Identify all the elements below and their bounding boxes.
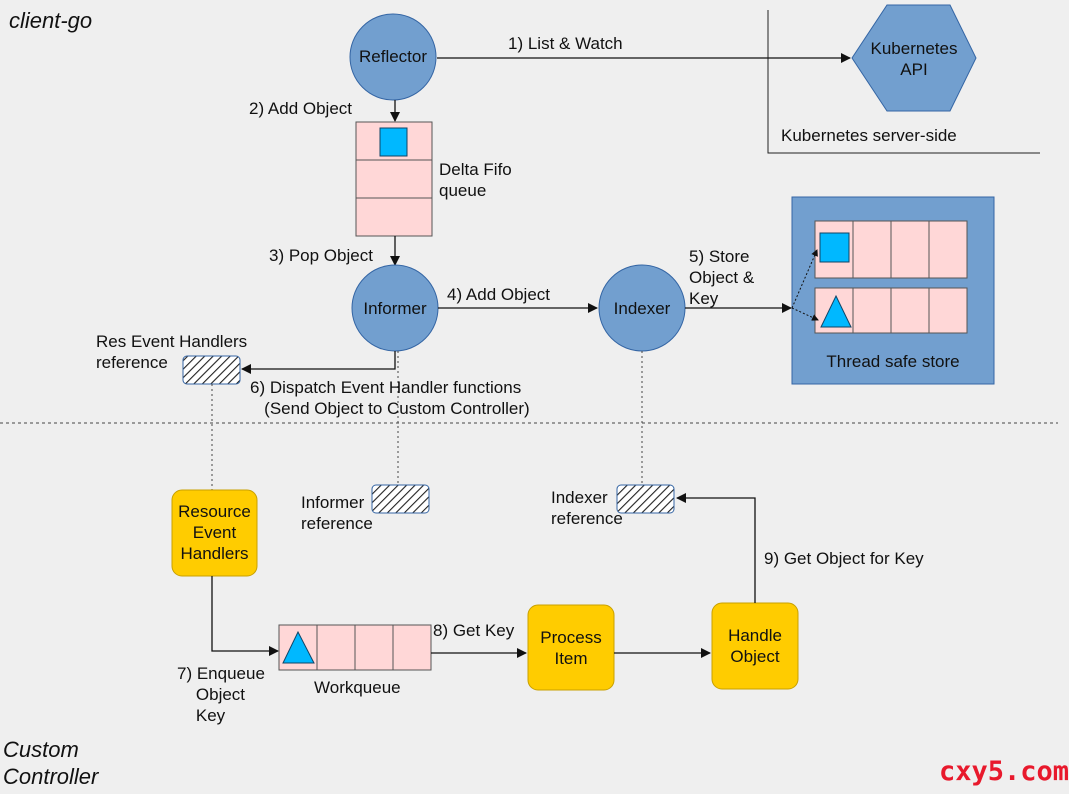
reflector-circle[interactable] (349, 13, 437, 101)
informer-ref-label: Informer reference (301, 493, 373, 533)
arrow-enqueue (211, 576, 279, 656)
step-6-label: 6) Dispatch Event Handler functions (Sen… (250, 378, 530, 418)
step-9-label: 9) Get Object for Key (764, 549, 924, 568)
step-3-label: 3) Pop Object (269, 246, 373, 265)
process-item-label: Process Item (540, 628, 602, 668)
res-event-handlers-ref-label: Res Event Handlers reference (96, 332, 248, 372)
workqueue-label: Workqueue (314, 678, 401, 697)
step-8-label: 8) Get Key (433, 621, 515, 640)
step-7-label: 7) Enqueue Object Key (177, 664, 265, 725)
informer-label: Informer (363, 299, 427, 318)
step-5-label: 5) Store Object & Key (689, 247, 755, 308)
step-1-label: 1) List & Watch (508, 34, 623, 53)
thread-safe-store (791, 196, 995, 385)
watermark-logo: cxy5.com (939, 756, 1069, 787)
indexer-ref-label: Indexer reference (551, 488, 623, 528)
kubernetes-api-label: Kubernetes API (870, 39, 958, 79)
workqueue (278, 624, 432, 671)
indexer-label: Indexer (613, 299, 671, 318)
store-object-triangle (820, 294, 852, 328)
kubernetes-api-hexagon[interactable] (851, 4, 977, 112)
indexer-ref-box (616, 484, 675, 514)
resource-event-handlers-label: Resource Event Handlers (178, 502, 251, 563)
process-item-box[interactable] (527, 604, 615, 691)
workqueue-key-triangle (282, 630, 315, 664)
delta-fifo-label: Delta Fifo queue (439, 160, 512, 200)
handle-object-label: Handle Object (728, 626, 782, 666)
store-key-square (819, 232, 850, 263)
step-4-label: 4) Add Object (447, 285, 551, 304)
reflector-label: Reflector (358, 47, 428, 66)
queue-object-square (379, 127, 408, 157)
resource-event-handlers-box[interactable] (171, 489, 258, 577)
arrow-dispatch (241, 351, 396, 374)
client-go-label: client-go (9, 8, 93, 33)
custom-controller-label: Custom Controller (3, 737, 99, 789)
step-2-label: 2) Add Object (249, 99, 353, 118)
delta-fifo-queue (355, 121, 433, 237)
server-side-label: Kubernetes server-side (781, 126, 957, 145)
thread-safe-store-label: Thread safe store (826, 352, 960, 371)
arrow-get-object (676, 493, 756, 603)
informer-ref-box (371, 484, 430, 514)
